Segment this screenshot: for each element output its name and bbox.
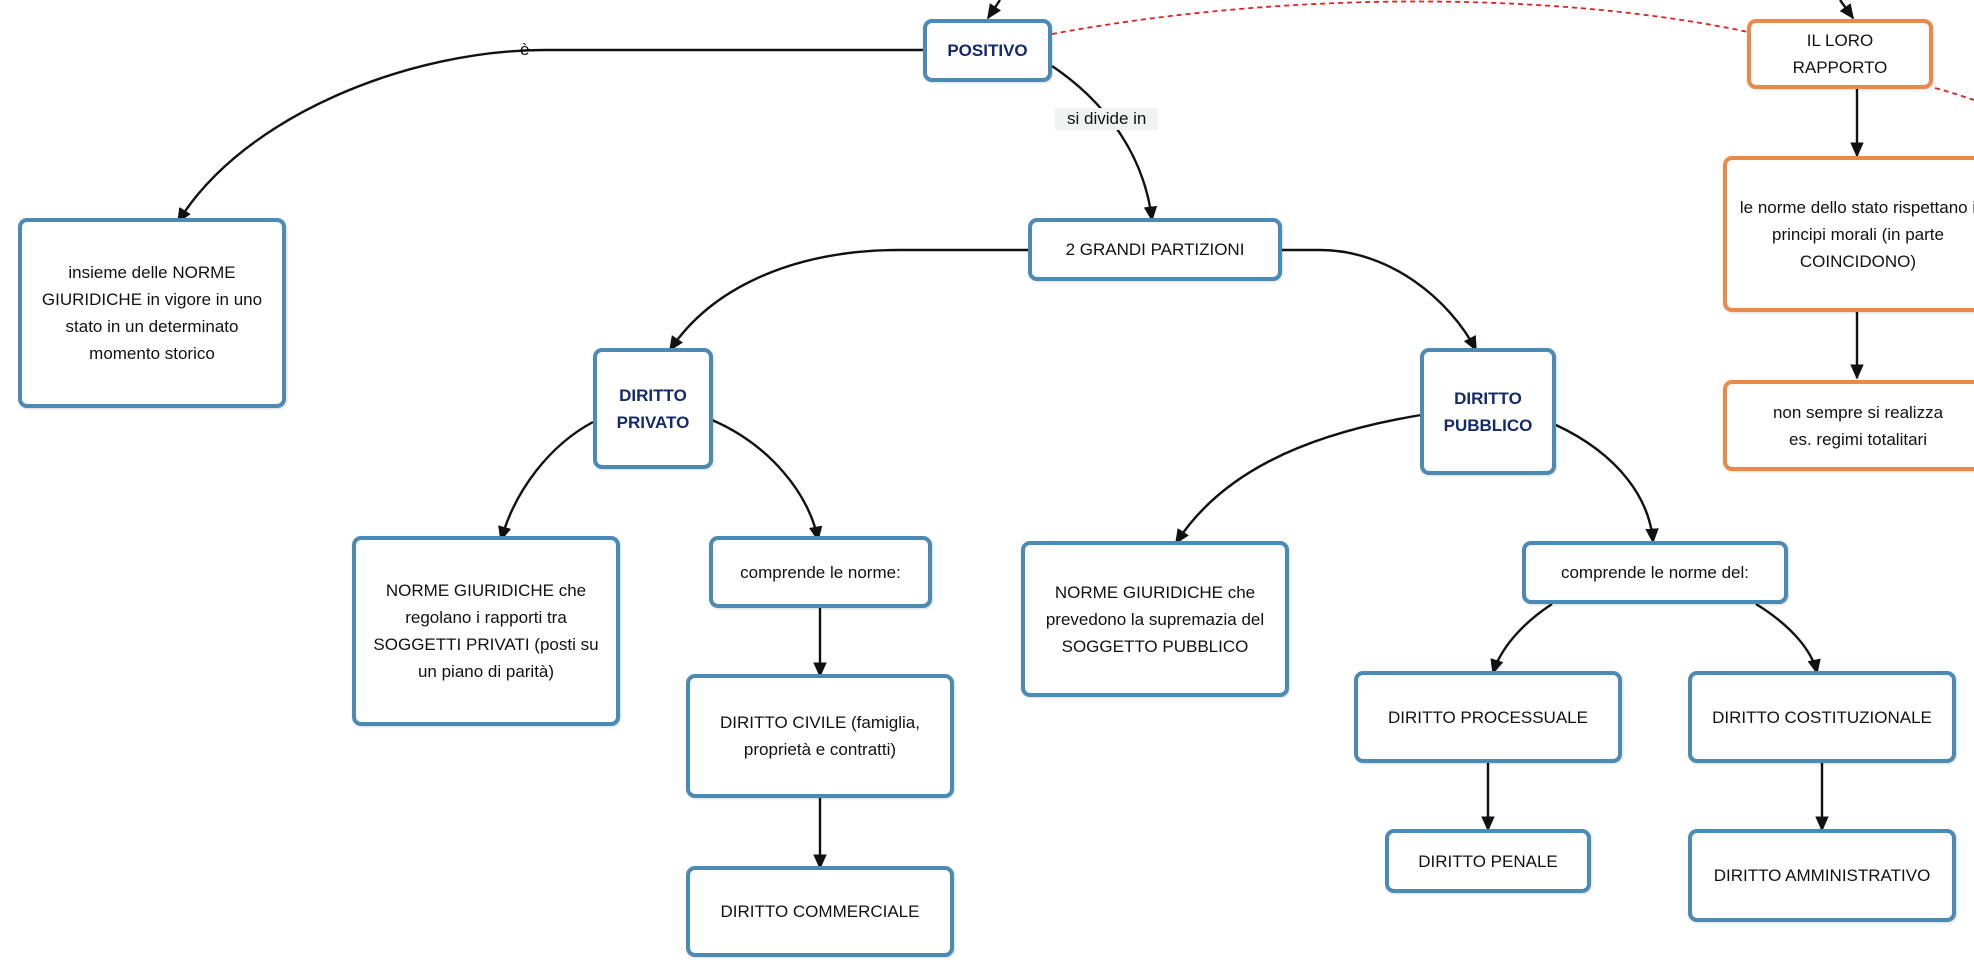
connector-partizioni-pubblico xyxy=(1280,248,1478,352)
connector-positivo-partizioni xyxy=(1051,65,1158,222)
node-non-sempre-regimi[interactable]: non sempre si realizza es. regimi totali… xyxy=(1723,380,1974,471)
node-diritto-processuale[interactable]: DIRITTO PROCESSUALE xyxy=(1354,671,1622,763)
connector-privato-norme xyxy=(498,420,594,542)
connector-pubblico-comprende xyxy=(1555,423,1659,544)
node-insieme-norme-giuridiche[interactable]: insieme delle NORME GIURIDICHE in vigore… xyxy=(18,218,286,408)
node-diritto-amministrativo[interactable]: DIRITTO AMMINISTRATIVO xyxy=(1688,829,1956,922)
connector-incoming-positivo xyxy=(987,0,1002,20)
node-diritto-penale[interactable]: DIRITTO PENALE xyxy=(1385,829,1591,893)
node-comprende-le-norme-del[interactable]: comprende le norme del: xyxy=(1522,541,1788,604)
node-diritto-commerciale[interactable]: DIRITTO COMMERCIALE xyxy=(686,866,954,957)
node-comprende-le-norme[interactable]: comprende le norme: xyxy=(709,536,932,608)
node-diritto-pubblico[interactable]: DIRITTO PUBBLICO xyxy=(1420,348,1556,475)
dashed-link-rapporto-offscreen xyxy=(1934,87,1974,101)
node-diritto-costituzionale[interactable]: DIRITTO COSTITUZIONALE xyxy=(1688,671,1956,763)
link-label-si-divide-in: si divide in xyxy=(1055,108,1159,130)
node-diritto-civile[interactable]: DIRITTO CIVILE (famiglia, proprietà e co… xyxy=(686,674,954,798)
node-norme-soggetti-privati[interactable]: NORME GIURIDICHE che regolano i rapporti… xyxy=(352,536,620,726)
node-2-grandi-partizioni[interactable]: 2 GRANDI PARTIZIONI xyxy=(1028,218,1282,281)
link-label-e: è xyxy=(520,40,530,59)
node-positivo[interactable]: POSITIVO xyxy=(923,19,1052,82)
connector-privato-comprende xyxy=(711,418,823,542)
connector-pubblico-norme xyxy=(1174,413,1422,545)
connector-comprende-costituzionale xyxy=(1755,602,1821,675)
node-diritto-privato[interactable]: DIRITTO PRIVATO xyxy=(593,348,713,469)
node-il-loro-rapporto[interactable]: IL LORO RAPPORTO xyxy=(1747,19,1933,89)
connector-partizioni-privato xyxy=(669,248,1028,352)
node-norme-soggetto-pubblico[interactable]: NORME GIURIDICHE che prevedono la suprem… xyxy=(1021,541,1289,697)
connector-incoming-loro-rapporto xyxy=(1839,0,1854,20)
dashed-link-positivo-rapporto xyxy=(1051,0,1749,35)
connector-positivo-e xyxy=(176,48,924,224)
node-norme-stato-principi-morali[interactable]: le norme dello stato rispettano i princi… xyxy=(1723,156,1974,312)
connector-comprende-processuale xyxy=(1490,602,1553,675)
